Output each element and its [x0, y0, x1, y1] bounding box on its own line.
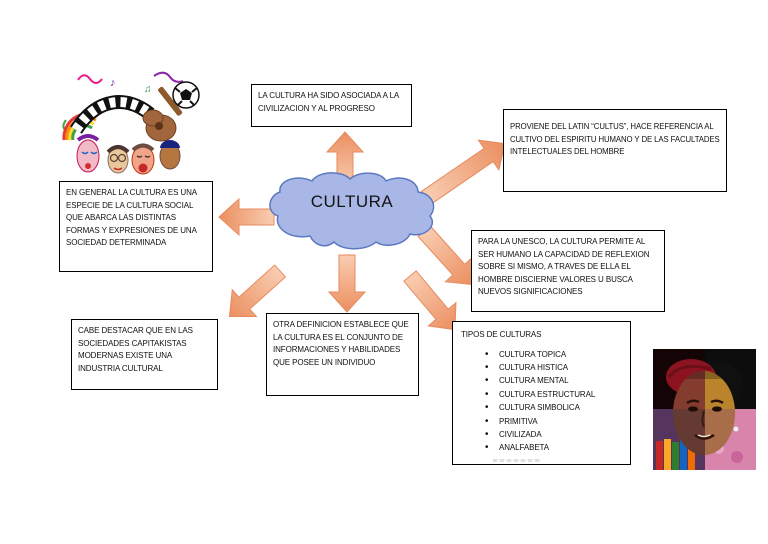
- split-tone-portrait-image: [653, 349, 756, 470]
- list-item: ANALFABETA: [485, 441, 624, 455]
- list-item: CULTURA SIMBOLICA: [485, 401, 624, 415]
- list-item: CULTURA MENTAL: [485, 374, 624, 388]
- box-proviene: PROVIENE DEL LATIN “CULTUS”, HACE REFERE…: [503, 109, 727, 192]
- box-general: EN GENERAL LA CULTURA ES UNA ESPECIE DE …: [59, 181, 213, 272]
- arrow-lower-right-unesco-icon: [417, 224, 473, 286]
- svg-text:♪: ♪: [110, 77, 116, 89]
- arrow-upper-right-icon: [420, 139, 506, 206]
- tipos-title: TIPOS DE CULTURAS: [461, 330, 542, 339]
- box-unesco: PARA LA UNESCO, LA CULTURA PERMITE AL SE…: [471, 230, 665, 312]
- arrow-down-icon: [327, 254, 367, 313]
- arrow-lower-left-icon: [228, 264, 287, 318]
- list-item: CULTURA HISTICA: [485, 361, 624, 375]
- arrow-lower-right-tipos-icon: [403, 270, 457, 331]
- tipos-list: CULTURA TOPICA CULTURA HISTICA CULTURA M…: [459, 348, 624, 456]
- svg-text:♫: ♫: [144, 84, 152, 95]
- box-asociada: LA CULTURA HA SIDO ASOCIADA A LA CIVILIZ…: [251, 84, 412, 127]
- list-item: CULTURA ESTRUCTURAL: [485, 388, 624, 402]
- cloud-center-label: CULTURA: [310, 192, 394, 211]
- culture-collage-image: ♪ ♫: [62, 71, 200, 175]
- list-item: CIVILIZADA: [485, 428, 624, 442]
- arrow-left-icon: [218, 197, 275, 237]
- cropped-text-remnant: [493, 459, 541, 462]
- box-otra: OTRA DEFINICION ESTABLECE QUE LA CULTURA…: [266, 313, 419, 396]
- cultura-cloud: [269, 172, 435, 250]
- list-item: PRIMITIVA: [485, 415, 624, 429]
- box-tipos: TIPOS DE CULTURAS CULTURA TOPICA CULTURA…: [452, 321, 631, 465]
- box-cabe: CABE DESTACAR QUE EN LAS SOCIEDADES CAPI…: [71, 319, 218, 390]
- list-item: CULTURA TOPICA: [485, 348, 624, 362]
